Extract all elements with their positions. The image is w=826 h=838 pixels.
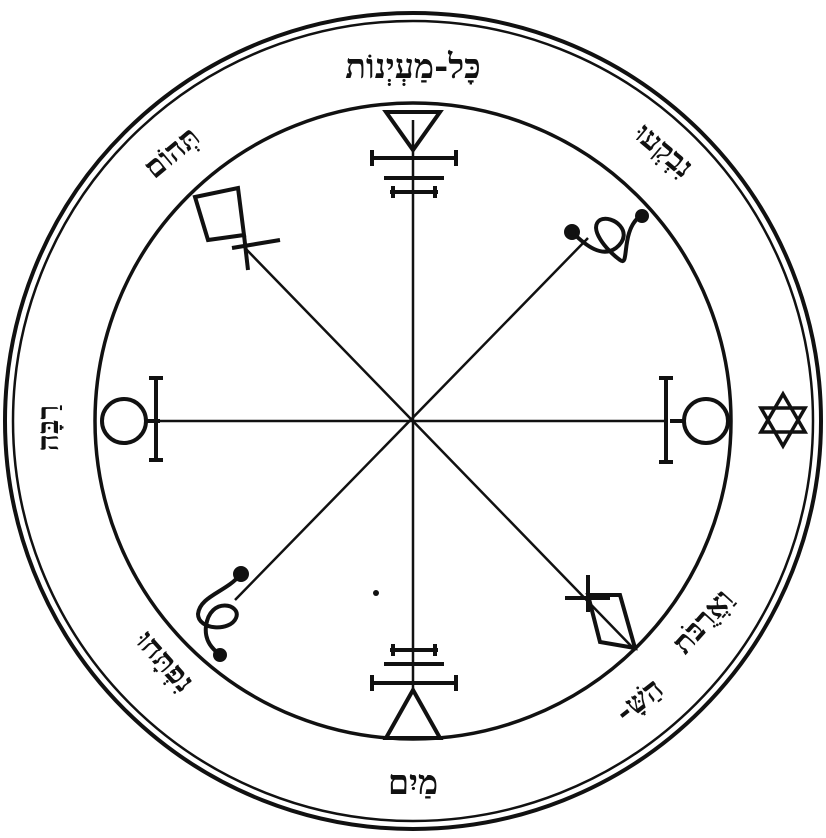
inscription-top: כָּל-מַעְיְנוֹת [345, 47, 480, 87]
circle-cross-sigil-left [102, 378, 163, 460]
inscription-lower-right-2: הַשָּׁ- [608, 671, 670, 730]
inscription-lower-right: וַאֲרֻבֹּת [665, 582, 741, 661]
s-hook-sigil-lower-left [198, 568, 247, 660]
circle-cross-sigil-right [659, 378, 728, 462]
inscription-upper-right: נִבְקְעוּ [627, 116, 700, 185]
inscription-lower-left: נִפְתָּחוּ [128, 623, 201, 699]
inscription-upper-left: תְּהוֹם [137, 119, 207, 186]
s-hook-sigil-upper-right [566, 211, 647, 261]
inscription-left: רַבָּה [31, 405, 66, 451]
inscription-bottom: מַיִם [388, 763, 438, 803]
hexagram-icon [761, 394, 805, 446]
diamond-cross-sigil-upper-left [195, 188, 280, 270]
diamond-cross-sigil-lower-right [565, 575, 635, 648]
small-dot-mark [373, 590, 379, 596]
